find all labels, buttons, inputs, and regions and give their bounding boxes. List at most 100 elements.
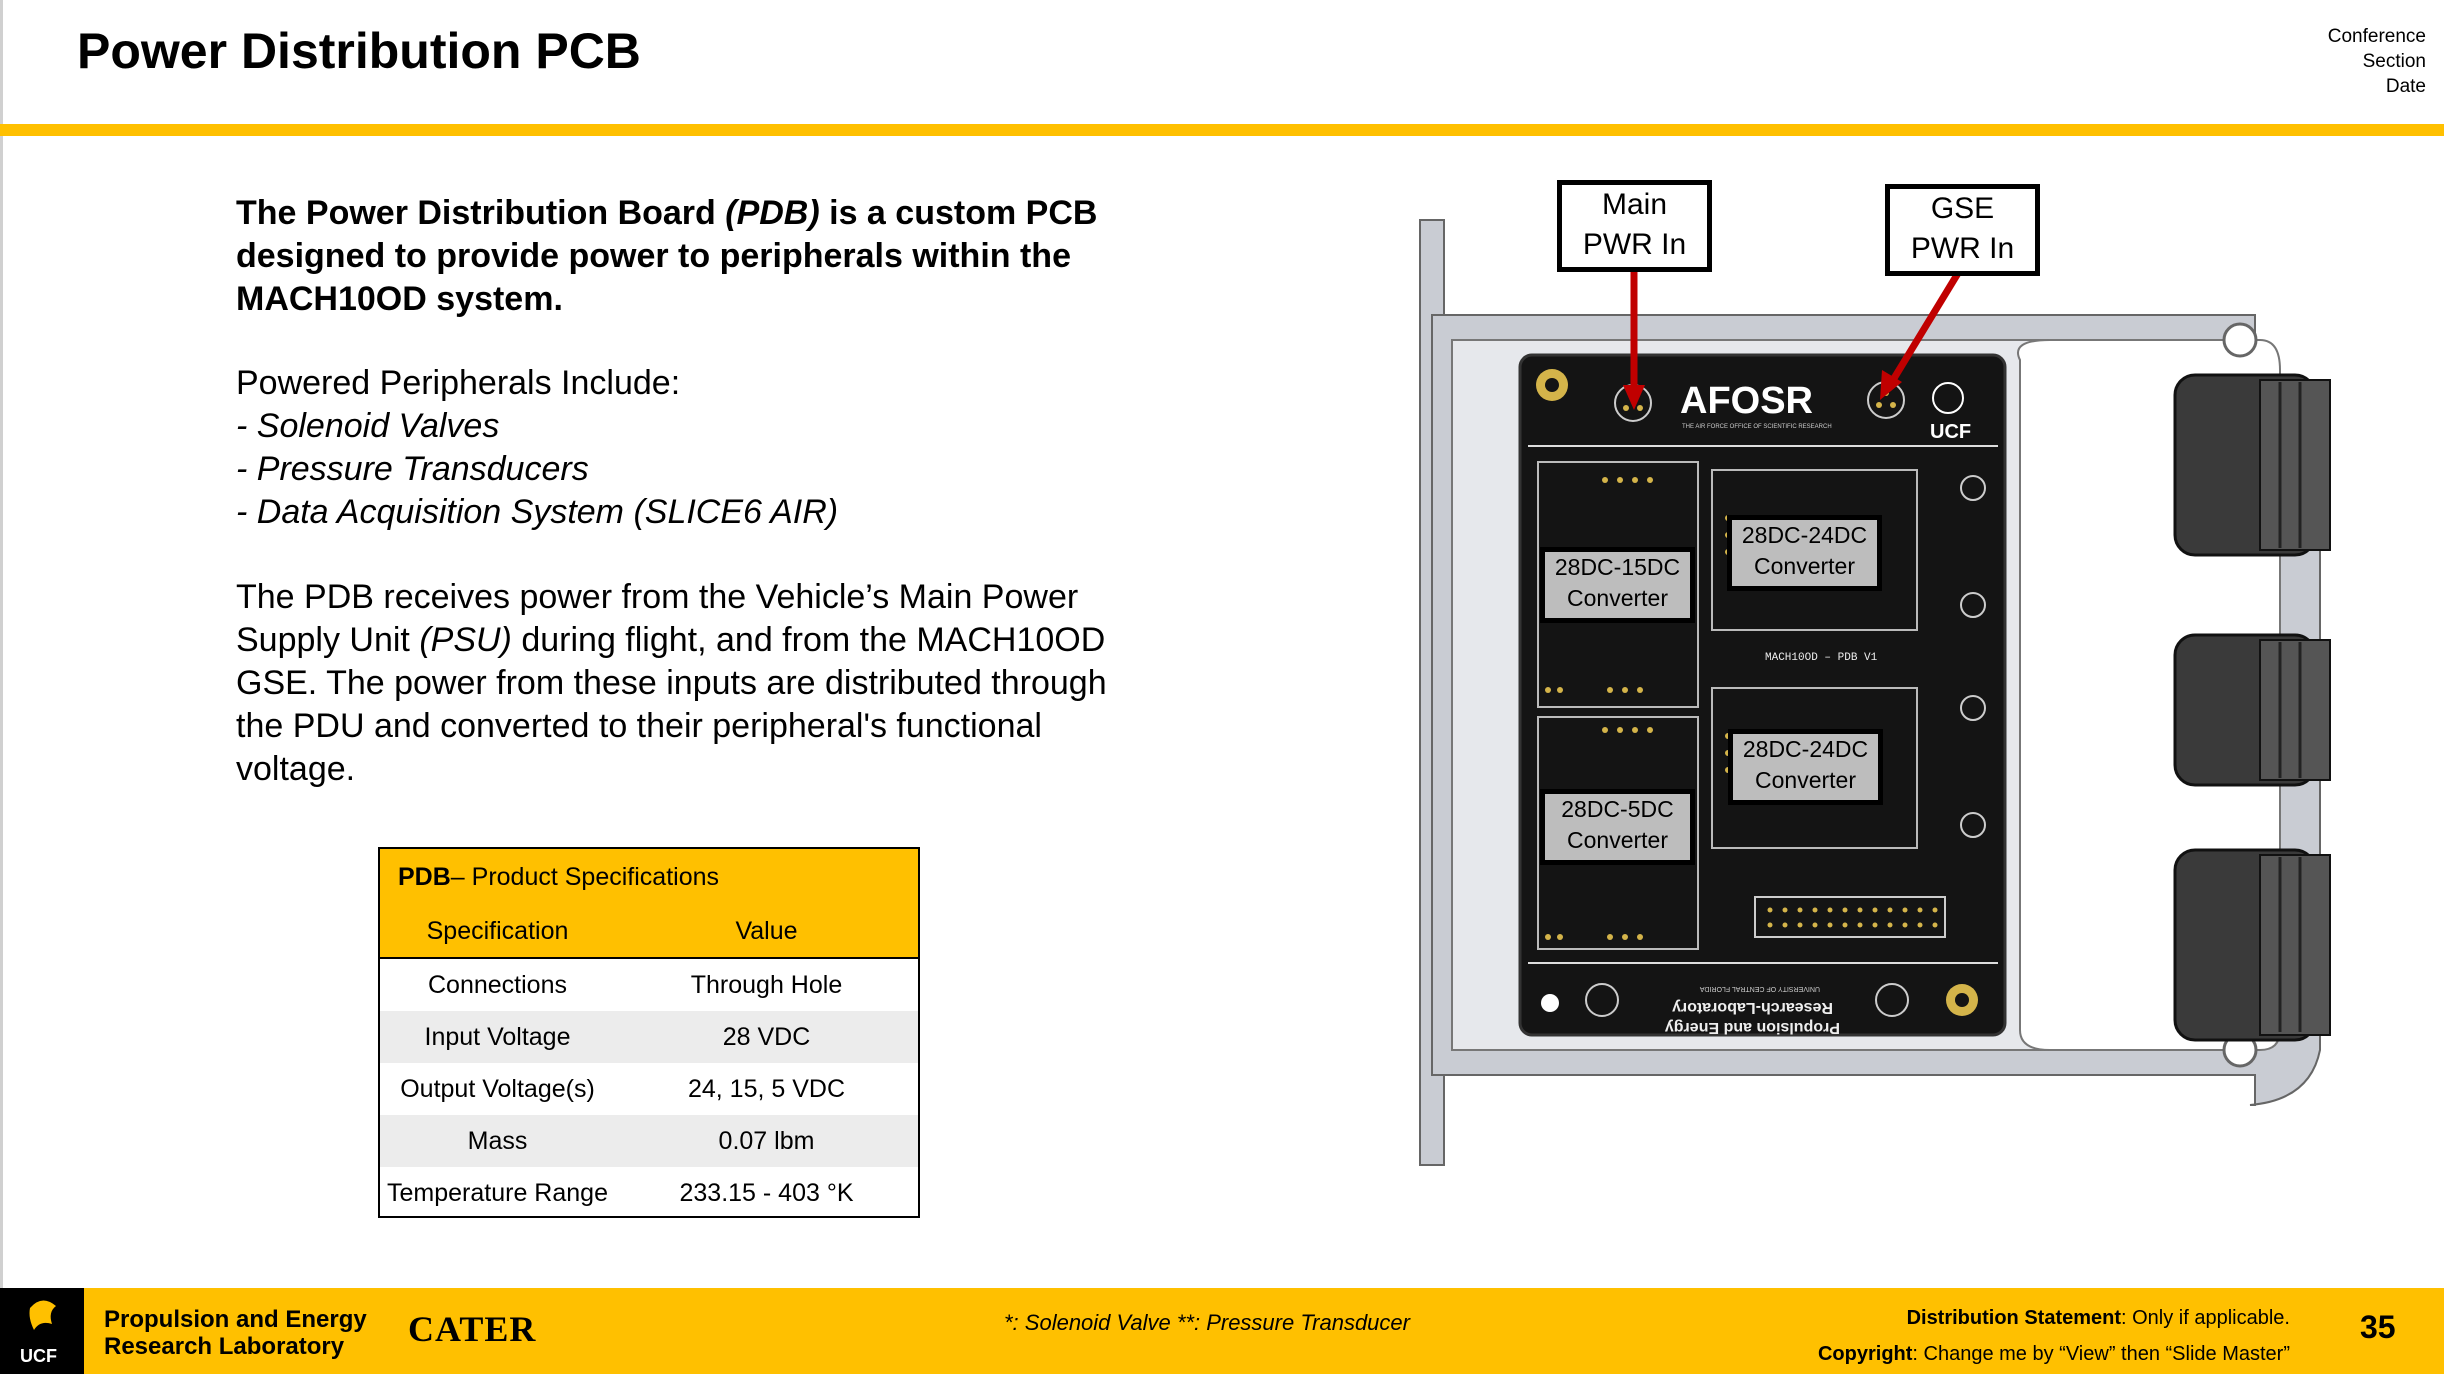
table-row: Output Voltage(s) 24, 15, 5 VDC bbox=[380, 1063, 918, 1115]
table-cell: 28 VDC bbox=[722, 1022, 811, 1051]
list-item: - Data Acquisition System (SLICE6 AIR) bbox=[236, 493, 839, 531]
pegasus-icon: UCF bbox=[20, 1300, 57, 1366]
intro-part2: is a custom PCB designed to provide powe… bbox=[236, 194, 1098, 318]
spec-table-title: PDB– Product Specifications bbox=[398, 863, 719, 892]
bottom-connector bbox=[1875, 983, 1909, 1017]
table-row: Mass 0.07 lbm bbox=[380, 1115, 918, 1167]
table-row: Input Voltage 28 VDC bbox=[380, 1011, 918, 1063]
conv-5-line2: Converter bbox=[1567, 827, 1668, 853]
pcb-silk-uni: UNIVERSITY OF CENTRAL FLORIDA bbox=[1699, 985, 1820, 992]
meta-conference: Conference bbox=[2327, 26, 2426, 47]
afosr-logo-text: AFOSR bbox=[1680, 380, 1813, 422]
table-cell: Output Voltage(s) bbox=[400, 1074, 595, 1103]
dist-bold: Distribution Statement bbox=[1906, 1307, 2122, 1329]
footer-ucf-text: UCF bbox=[20, 1346, 57, 1366]
intro-part1: The Power Distribution Board bbox=[236, 194, 726, 232]
main-pwr-label: Main PWR In bbox=[1557, 180, 1712, 272]
conv-24b-line1: 28DC-24DC bbox=[1742, 736, 1869, 762]
pcb-silk-lab2: Research-Laboratory bbox=[1672, 999, 1833, 1016]
meta-date: Date bbox=[2385, 76, 2426, 97]
para-psu: (PSU) bbox=[419, 621, 512, 659]
converter-15dc-label: 28DC-15DC Converter bbox=[1540, 547, 1695, 623]
table-cell: 233.15 - 403 °K bbox=[679, 1178, 854, 1207]
pcb-drawing: AFOSR THE AIR FORCE OFFICE OF SCIENTIFIC… bbox=[1419, 219, 2331, 1166]
intro-pdb: (PDB) bbox=[725, 194, 820, 232]
circular-connector-top bbox=[2173, 373, 2331, 557]
table-cell: Through Hole bbox=[690, 970, 843, 999]
pcb-silk-board-name: MACH10OD – PDB V1 bbox=[1765, 652, 1878, 664]
converter-outline-15dc bbox=[1537, 461, 1699, 708]
mount-hole bbox=[2222, 322, 2258, 358]
list-item: - Pressure Transducers bbox=[236, 450, 589, 488]
footer-bar bbox=[0, 1288, 2444, 1374]
ribbon-header bbox=[1754, 896, 1946, 938]
bottom-connector bbox=[1585, 983, 1619, 1017]
pcb-ucf-text: UCF bbox=[1930, 421, 1971, 443]
copy-bold: Copyright bbox=[1817, 1343, 1913, 1365]
power-paragraph: The PDB receives power from the Vehicle’… bbox=[236, 576, 1156, 791]
distribution-block: Distribution Statement: Only if applicab… bbox=[1818, 1300, 2290, 1372]
converter-outline-24dc-b bbox=[1711, 687, 1918, 849]
pcb-hole bbox=[1541, 994, 1559, 1012]
converter-5dc-label: 28DC-5DC Converter bbox=[1540, 789, 1695, 865]
arrow-gse bbox=[1890, 263, 1966, 382]
table-cell: Temperature Range bbox=[387, 1178, 608, 1207]
conv-24a-line1: 28DC-24DC bbox=[1741, 522, 1868, 548]
circular-connector-bottom bbox=[2173, 848, 2331, 1042]
intro-text: The Power Distribution Board (PDB) is a … bbox=[236, 192, 1156, 321]
dist-rest: : Only if applicable. bbox=[2121, 1307, 2290, 1329]
converter-24dc-a-label: 28DC-24DC Converter bbox=[1727, 515, 1882, 591]
lab-name-line2: Research Laboratory bbox=[104, 1333, 345, 1360]
main-pwr-label-line1: Main bbox=[1601, 188, 1668, 221]
gse-pwr-label-line1: GSE bbox=[1930, 192, 1995, 225]
slide-title: Power Distribution PCB bbox=[77, 23, 641, 79]
table-cell: 0.07 lbm bbox=[718, 1126, 815, 1155]
copyright-statement: Copyright: Change me by “View” then “Sli… bbox=[1818, 1336, 2290, 1372]
peripherals-heading: Powered Peripherals Include: bbox=[236, 364, 681, 402]
footnote: *: Solenoid Valve **: Pressure Transduce… bbox=[1004, 1310, 1410, 1335]
afosr-subtitle: THE AIR FORCE OFFICE OF SCIENTIFIC RESEA… bbox=[1682, 424, 1832, 430]
pegasus-icon bbox=[1932, 382, 1964, 414]
converter-outline-5dc bbox=[1537, 716, 1699, 950]
conv-15-line1: 28DC-15DC bbox=[1554, 554, 1681, 580]
col-header-spec: Specification bbox=[426, 917, 569, 945]
left-edge-line bbox=[0, 0, 3, 1374]
conv-15-line2: Converter bbox=[1567, 585, 1668, 611]
spec-table: PDB– Product Specifications Specificatio… bbox=[378, 847, 920, 1218]
col-header-value: Value bbox=[735, 917, 798, 945]
table-cell: Input Voltage bbox=[424, 1022, 571, 1051]
gse-pwr-label: GSE PWR In bbox=[1885, 184, 2040, 276]
page-number: 35 bbox=[2360, 1309, 2396, 1345]
spec-title-rest: – Product Specifications bbox=[450, 863, 719, 891]
slide-meta: Conference Section Date bbox=[2328, 24, 2426, 99]
cater-logo: CATER bbox=[408, 1309, 537, 1349]
header-rule bbox=[0, 124, 2444, 136]
circular-connector-middle bbox=[2173, 633, 2331, 787]
conv-24b-line2: Converter bbox=[1755, 767, 1856, 793]
lab-name-line1: Propulsion and Energy bbox=[104, 1306, 367, 1333]
lab-name: Propulsion and Energy Research Laborator… bbox=[104, 1306, 367, 1360]
converter-24dc-b-label: 28DC-24DC Converter bbox=[1728, 729, 1883, 805]
spec-title-bold: PDB bbox=[398, 863, 451, 891]
copy-rest: : Change me by “View” then “Slide Master… bbox=[1912, 1343, 2290, 1365]
gse-pwr-label-line2: PWR In bbox=[1910, 232, 2015, 265]
distribution-statement: Distribution Statement: Only if applicab… bbox=[1818, 1300, 2290, 1336]
table-cell: 24, 15, 5 VDC bbox=[687, 1074, 846, 1103]
ucf-logo: UCF bbox=[0, 1288, 84, 1374]
pcb-board bbox=[1518, 353, 2007, 1037]
pcb-silk-lab1: Propulsion and Energy bbox=[1665, 1019, 1840, 1036]
list-item: - Solenoid Valves bbox=[236, 407, 500, 445]
conv-5-line1: 28DC-5DC bbox=[1561, 796, 1674, 822]
para-part1: The PDB receives power from the Vehicle’… bbox=[236, 578, 1079, 659]
table-row: Connections Through Hole bbox=[380, 959, 918, 1011]
spec-table-header: PDB– Product Specifications Specificatio… bbox=[380, 849, 918, 959]
main-pwr-label-line2: PWR In bbox=[1582, 228, 1687, 261]
conv-24a-line2: Converter bbox=[1754, 553, 1855, 579]
table-cell: Mass bbox=[467, 1126, 528, 1155]
para-part2: during flight, and from the MACH10OD GSE… bbox=[236, 621, 1107, 788]
converter-outline-24dc-a bbox=[1711, 469, 1918, 631]
peripherals-list: Powered Peripherals Include: - Solenoid … bbox=[236, 362, 1156, 534]
pcb-illustration: AFOSR THE AIR FORCE OFFICE OF SCIENTIFIC… bbox=[1410, 170, 2340, 1170]
meta-section: Section bbox=[2362, 51, 2426, 72]
table-row: Temperature Range 233.15 - 403 °K bbox=[380, 1167, 918, 1219]
